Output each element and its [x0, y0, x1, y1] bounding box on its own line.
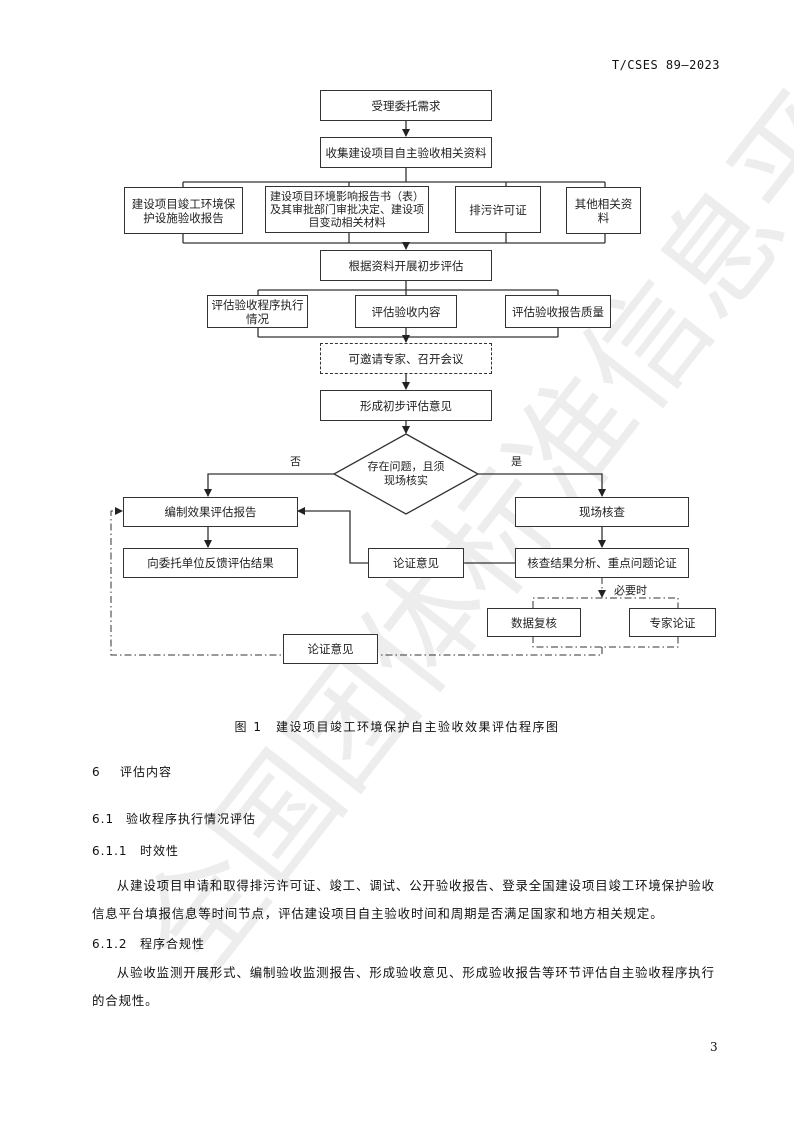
step-receive: 受理委托需求 [320, 90, 492, 121]
branch-line-necessary [532, 597, 679, 608]
step-preliminary-label: 根据资料开展初步评估 [348, 258, 464, 273]
step-experts-label: 可邀请专家、召开会议 [348, 351, 464, 366]
step-data-review-label: 数据复核 [511, 615, 557, 630]
material-discharge-permit: 排污许可证 [455, 186, 541, 233]
step-argument-opinion: 论证意见 [368, 548, 464, 578]
step-expert-argument: 专家论证 [629, 608, 716, 637]
material-label: 其他相关资料 [574, 196, 633, 225]
step-opinion-label: 形成初步评估意见 [360, 398, 452, 413]
step-analysis-label: 核查结果分析、重点问题论证 [527, 556, 677, 570]
branch-no-label: 否 [290, 455, 301, 468]
step-feedback-label: 向委托单位反馈评估结果 [147, 556, 274, 570]
section-heading: 6.1.2 程序合规性 [92, 935, 205, 952]
section-title: 时效性 [140, 844, 180, 858]
step-expert-argument-label: 专家论证 [649, 615, 696, 630]
eval-report-quality: 评估验收报告质量 [505, 295, 611, 328]
step-receive-label: 受理委托需求 [371, 98, 441, 113]
paragraph: 从建设项目申请和取得排污许可证、竣工、调试、公开验收报告、登录全国建设项目竣工环… [92, 878, 715, 921]
step-site-check: 现场核查 [515, 497, 689, 527]
step-collect-label: 收集建设项目自主验收相关资料 [325, 145, 487, 160]
material-label: 排污许可证 [469, 202, 527, 217]
section-heading: 6.1.1 时效性 [92, 842, 179, 859]
step-argument-opinion-label: 论证意见 [393, 556, 439, 570]
eval-label: 评估验收内容 [371, 304, 441, 319]
arrow-argument-compile [297, 507, 368, 564]
page-number: 3 [710, 1040, 718, 1054]
step-compile-label: 编制效果评估报告 [164, 505, 257, 519]
step-analysis: 核查结果分析、重点问题论证 [515, 548, 689, 578]
section-title: 验收程序执行情况评估 [126, 812, 257, 826]
eval-label: 评估验收程序执行情况 [211, 297, 304, 326]
step-argument-opinion-2: 论证意见 [283, 634, 378, 664]
step-data-review: 数据复核 [487, 608, 581, 637]
arrow-no-compile [204, 473, 334, 497]
standard-code: T/CSES 89—2023 [611, 58, 720, 72]
section-number: 6 [92, 765, 101, 779]
step-experts: 可邀请专家、召开会议 [320, 343, 492, 374]
loop-back-line [110, 507, 603, 656]
step-argument-opinion-2-label: 论证意见 [307, 642, 354, 656]
figure-caption: 图 1 建设项目竣工环境保护自主验收效果评估程序图 [234, 720, 560, 734]
paragraph: 从验收监测开展形式、编制验收监测报告、形成验收意见、形成验收报告等环节评估自主验… [92, 965, 715, 1008]
branch-yes-label: 是 [511, 455, 522, 468]
step-preliminary: 根据资料开展初步评估 [320, 250, 492, 281]
material-acceptance-report: 建设项目竣工环境保护设施验收报告 [124, 187, 243, 234]
flowchart-connectors [110, 120, 679, 656]
section-heading: 6 评估内容 [92, 763, 172, 780]
when-necessary-label: 必要时 [614, 584, 647, 597]
material-eia-report: 建设项目环境影响报告书（表）及其审批部门审批决定、建设项目变动相关材料 [265, 186, 429, 233]
section-title: 评估内容 [120, 765, 173, 779]
section-number: 6.1.2 [92, 937, 128, 951]
step-opinion: 形成初步评估意见 [320, 390, 492, 421]
decision-diamond [332, 433, 480, 515]
material-other: 其他相关资料 [566, 187, 641, 234]
merge-line-necessary [532, 636, 679, 648]
decision-label: 存在问题，且须现场核实 [367, 460, 445, 487]
section-number: 6.1 [92, 812, 115, 826]
material-label: 建设项目环境影响报告书（表）及其审批部门审批决定、建设项目变动相关材料 [270, 190, 424, 229]
step-feedback: 向委托单位反馈评估结果 [123, 548, 298, 578]
eval-label: 评估验收报告质量 [512, 304, 604, 319]
section-title: 程序合规性 [140, 937, 206, 951]
step-site-check-label: 现场核查 [579, 505, 625, 519]
eval-procedure: 评估验收程序执行情况 [207, 295, 308, 328]
step-collect: 收集建设项目自主验收相关资料 [320, 137, 492, 168]
step-compile: 编制效果评估报告 [123, 497, 298, 527]
material-label: 建设项目竣工环境保护设施验收报告 [131, 196, 236, 225]
section-heading: 6.1 验收程序执行情况评估 [92, 810, 256, 827]
arrow-yes-sitecheck [478, 473, 606, 497]
eval-content: 评估验收内容 [355, 295, 457, 328]
section-number: 6.1.1 [92, 844, 128, 858]
